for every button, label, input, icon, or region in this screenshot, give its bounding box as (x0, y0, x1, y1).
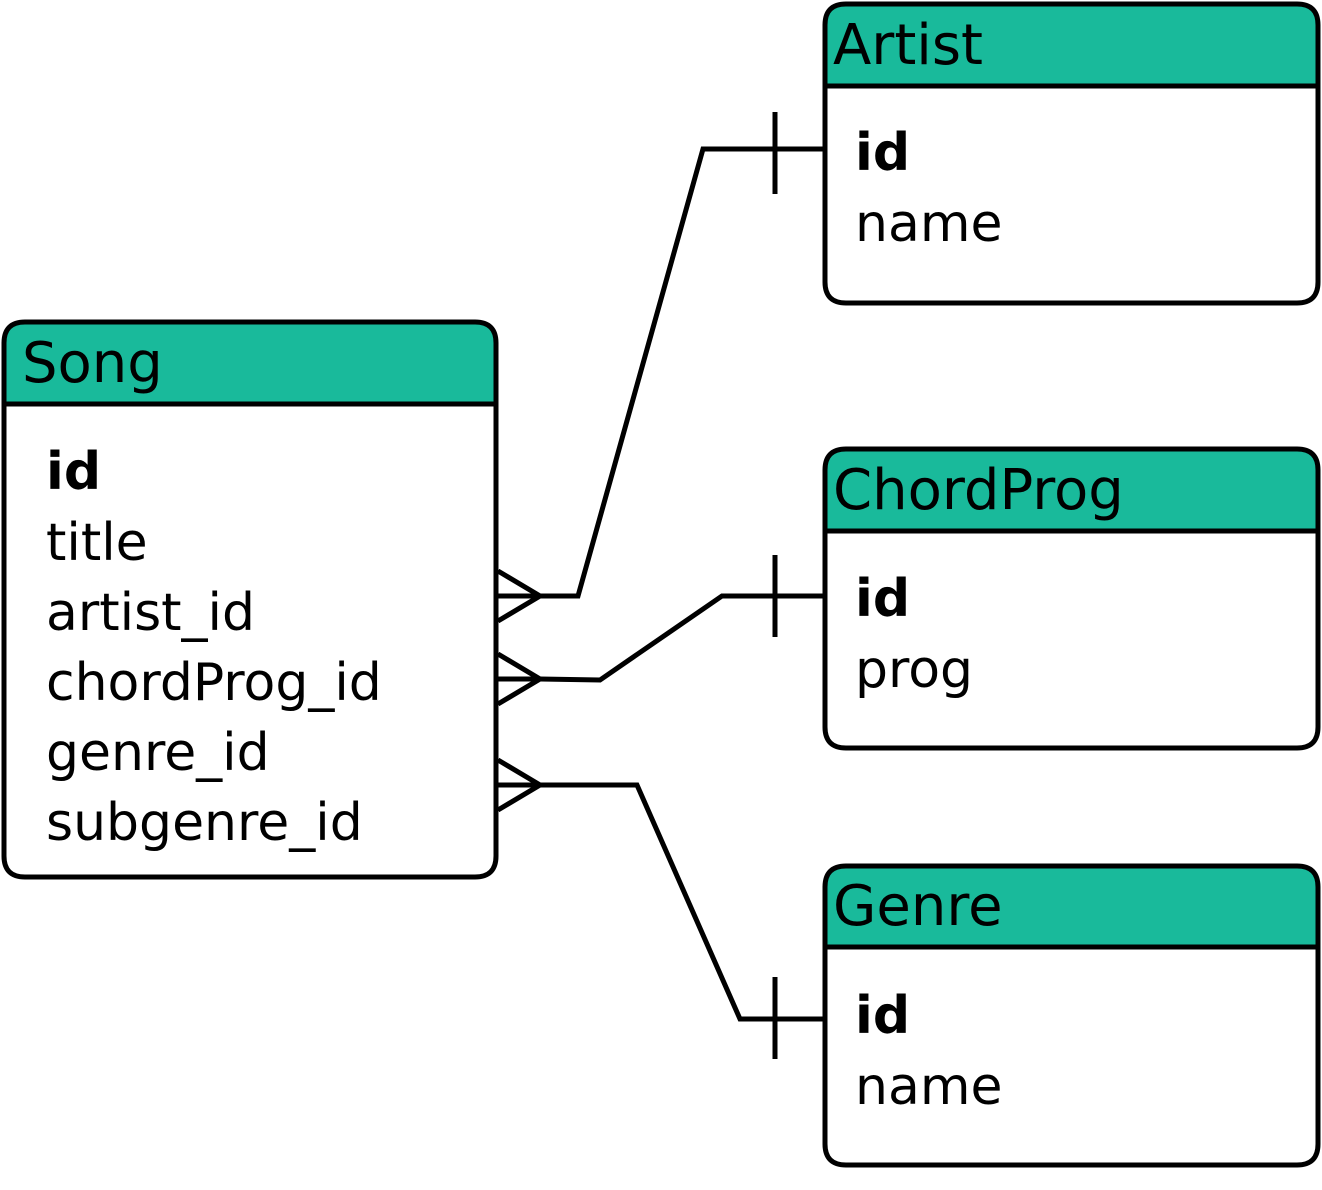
field: subgenre_id (46, 793, 363, 853)
entity-body (1, 401, 499, 880)
entity-title: Artist (833, 13, 983, 78)
entity-artist[interactable]: Artist id name (822, 1, 1321, 306)
field-primary-key: id (46, 442, 101, 502)
entity-title: ChordProg (833, 458, 1124, 523)
relationship-song-artist (496, 112, 824, 624)
entity-header (822, 863, 1321, 950)
connector-line (540, 782, 824, 1022)
field: name (855, 194, 1002, 254)
relationship-song-chordprog (496, 555, 824, 707)
field: artist_id (46, 583, 255, 643)
entity-header (1, 319, 499, 407)
relationship-song-genre (496, 757, 824, 1059)
entity-song[interactable]: Song id title artist_id chordProg_id gen… (1, 319, 499, 880)
field: chordProg_id (46, 653, 382, 713)
entity-chordprog[interactable]: ChordProg id prog (822, 446, 1321, 751)
connector-line (539, 593, 824, 683)
field-primary-key: id (855, 569, 910, 629)
connector-line (540, 146, 824, 599)
crows-foot-many-marker (496, 651, 545, 707)
field: genre_id (46, 723, 270, 783)
entity-body (822, 528, 1321, 751)
field: title (46, 513, 148, 573)
entity-body (822, 83, 1321, 306)
entity-header (822, 1, 1321, 89)
crows-foot-many-marker (496, 568, 545, 624)
entity-title: Song (22, 331, 163, 396)
field: name (855, 1057, 1002, 1117)
entity-body (822, 944, 1321, 1168)
field: prog (855, 640, 973, 700)
field-primary-key: id (855, 986, 910, 1046)
crows-foot-many-marker (496, 757, 545, 813)
field-primary-key: id (855, 123, 910, 183)
entity-title: Genre (833, 874, 1003, 939)
entity-genre[interactable]: Genre id name (822, 863, 1321, 1168)
entity-header (822, 446, 1321, 534)
